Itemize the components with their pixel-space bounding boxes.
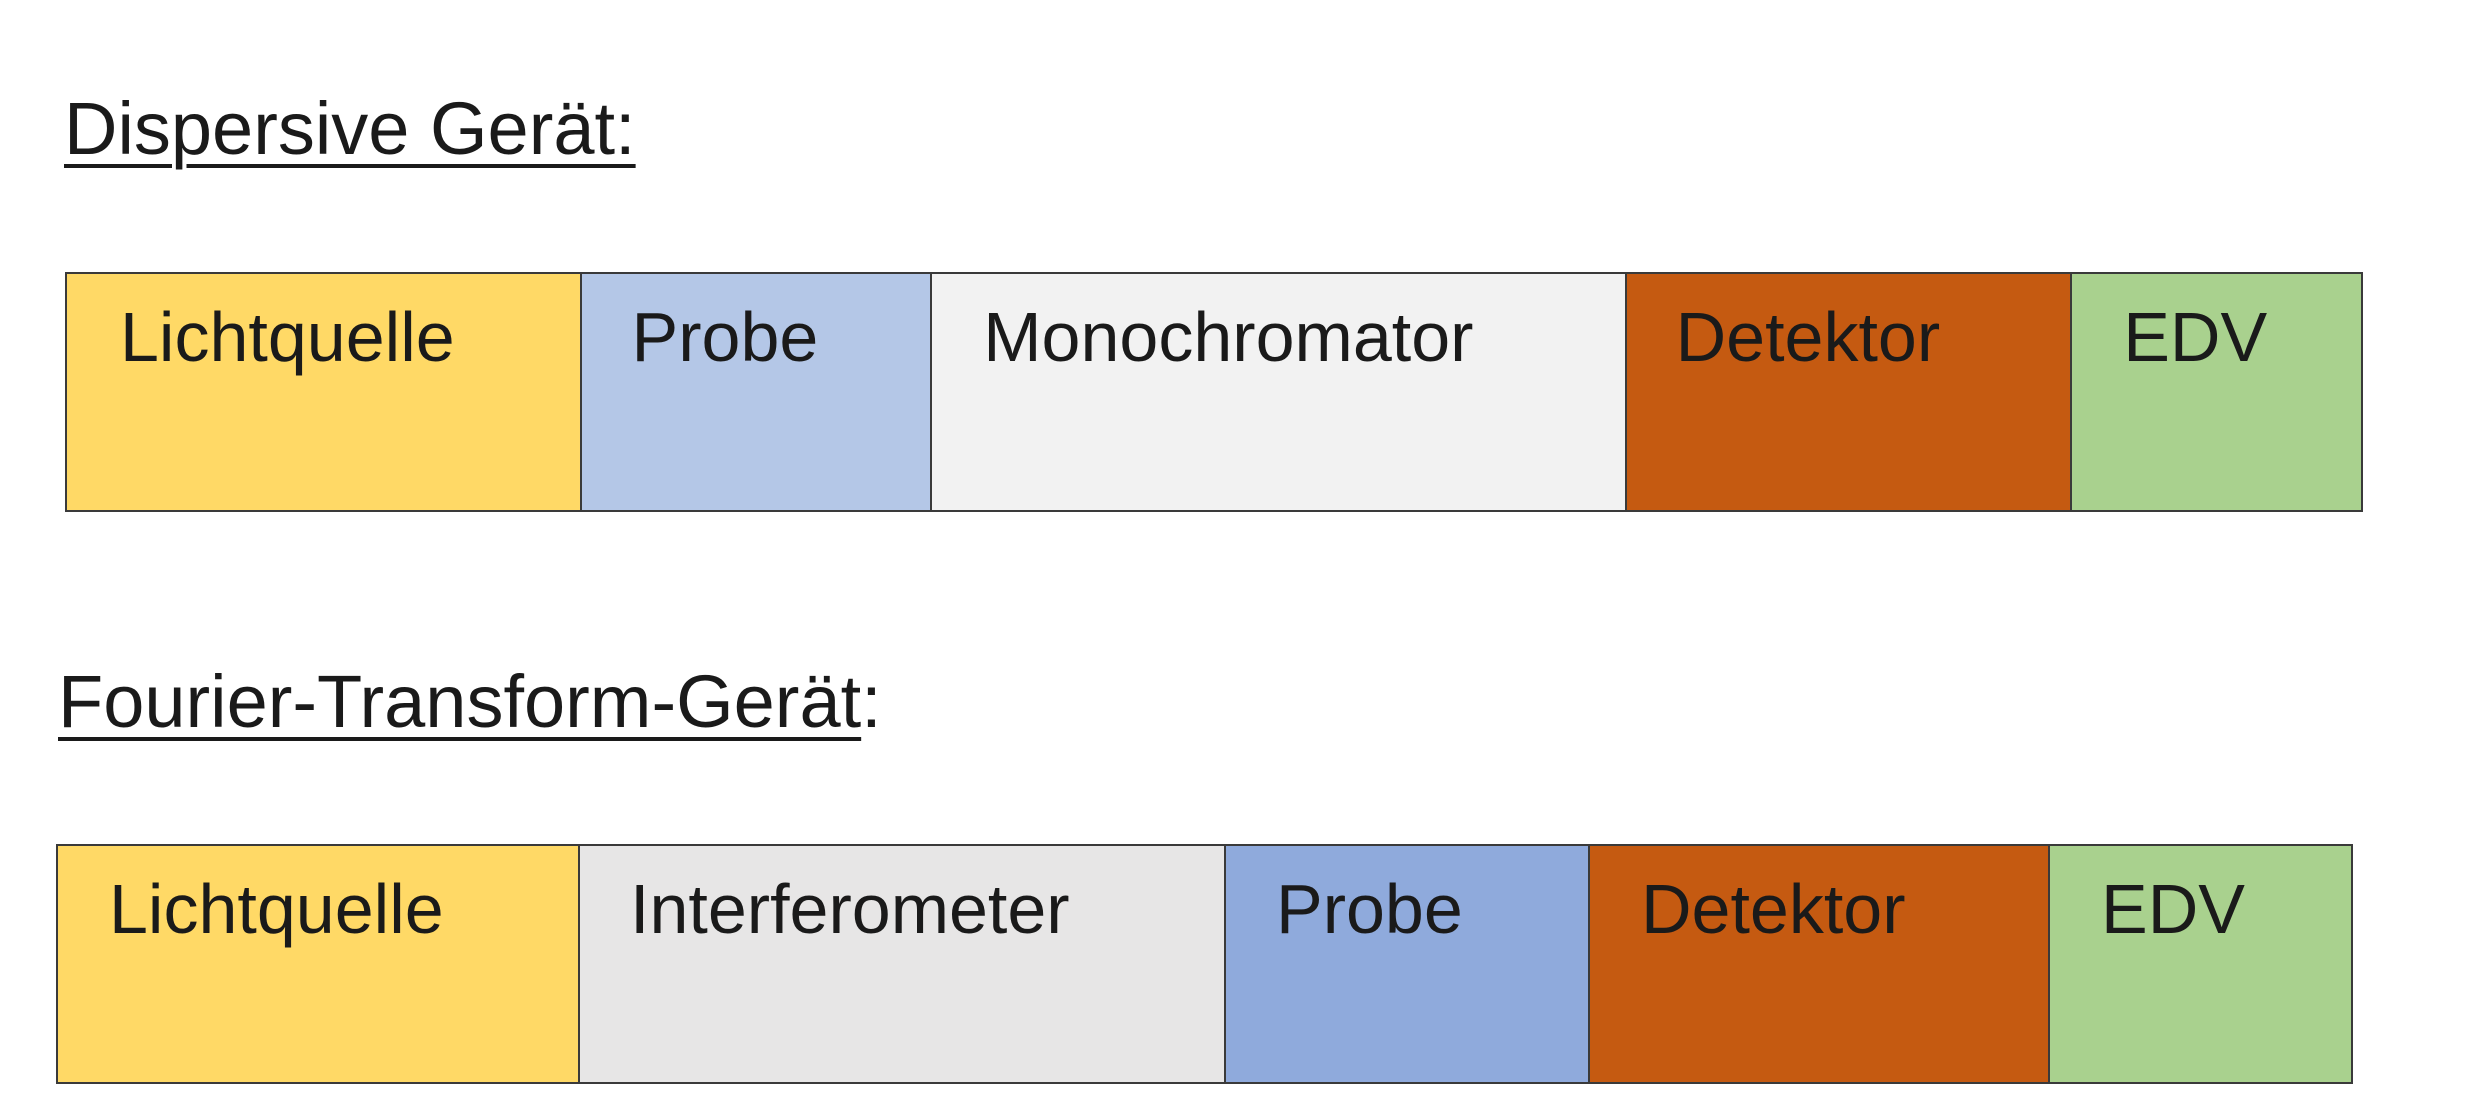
ft-block-probe: Probe	[1226, 846, 1590, 1082]
block-label: Monochromator	[983, 298, 1474, 376]
dispersive-block-lichtquelle: Lichtquelle	[67, 274, 582, 510]
dispersive-title-text: Dispersive Gerät:	[64, 87, 636, 170]
block-label: Detektor	[1641, 870, 1906, 948]
dispersive-block-edv: EDV	[2072, 274, 2363, 510]
dispersive-block-chain: Lichtquelle Probe Monochromator Detektor…	[65, 272, 2363, 512]
block-label: Detektor	[1675, 298, 1941, 376]
block-label: EDV	[2101, 870, 2245, 948]
fourier-transform-block-chain: Lichtquelle Interferometer Probe Detekto…	[56, 844, 2353, 1084]
block-label: Probe	[631, 298, 819, 376]
fourier-transform-title-colon: :	[861, 660, 882, 743]
block-label: Interferometer	[630, 870, 1070, 948]
block-label: Probe	[1276, 870, 1463, 948]
fourier-transform-title-text: Fourier-Transform-Gerät	[58, 660, 862, 743]
dispersive-block-monochromator: Monochromator	[932, 274, 1627, 510]
dispersive-block-probe: Probe	[581, 274, 933, 510]
ft-block-interferometer: Interferometer	[580, 846, 1226, 1082]
dispersive-block-detektor: Detektor	[1626, 274, 2073, 510]
dispersive-title: Dispersive Gerät:	[64, 92, 636, 166]
block-label: Lichtquelle	[109, 870, 444, 948]
block-label: EDV	[2123, 298, 2268, 376]
ft-block-lichtquelle: Lichtquelle	[58, 846, 580, 1082]
fourier-transform-title: Fourier-Transform-Gerät:	[58, 665, 882, 739]
ft-block-edv: EDV	[2050, 846, 2353, 1082]
block-label: Lichtquelle	[120, 298, 455, 376]
ft-block-detektor: Detektor	[1590, 846, 2050, 1082]
